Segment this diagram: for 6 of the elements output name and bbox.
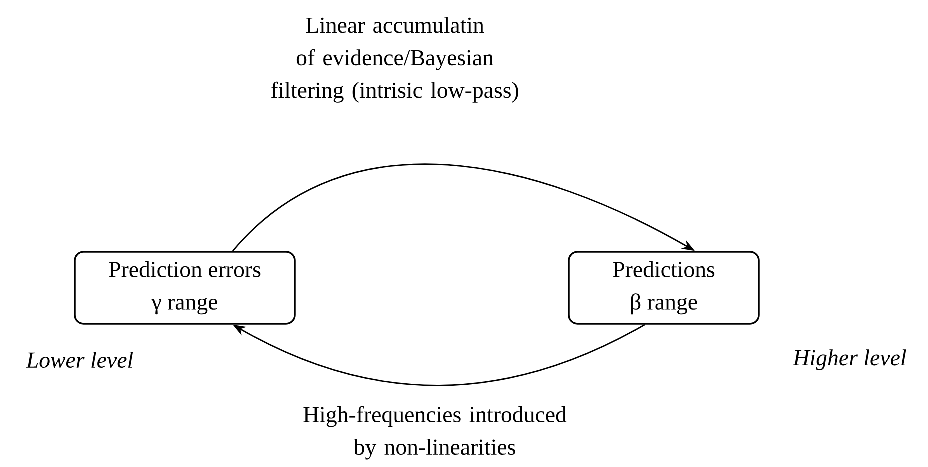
edge-label: High-frequencies introduced by non-linearities	[298, 404, 572, 462]
level-label: Lower level	[26, 352, 134, 368]
process-box: Predictions β range	[568, 251, 760, 325]
edge-label: Linear accumulatin of evidence/Bayesian filtering (intrisic low-pass)	[258, 15, 532, 105]
process-box: Prediction errors γ range	[74, 251, 296, 325]
level-label: Higher level	[792, 350, 906, 370]
